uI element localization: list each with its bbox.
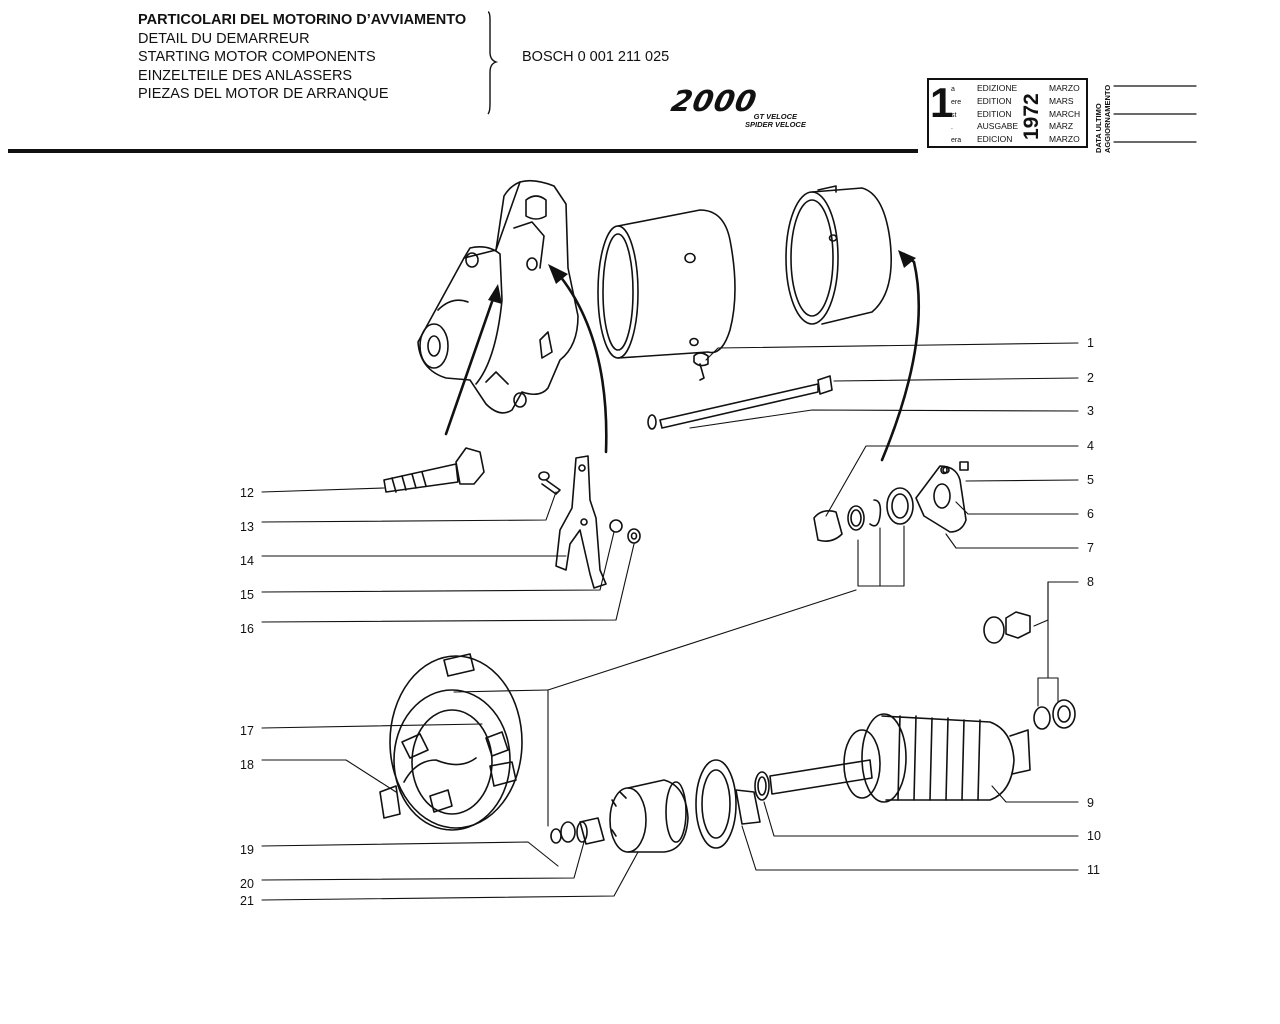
assembly-arrows: [444, 252, 921, 462]
callout-6: 6: [1087, 507, 1094, 521]
update-lines: [1113, 85, 1197, 143]
screw-part-1: [693, 352, 709, 381]
callout-11: 11: [1087, 863, 1100, 877]
washers-part-15-16: [609, 519, 641, 544]
edition-month: MARCH: [1049, 109, 1081, 119]
title-block: PARTICOLARI DEL MOTORINO D’AVVIAMENTO DE…: [138, 11, 466, 104]
title-italian: PARTICOLARI DEL MOTORINO D’AVVIAMENTO: [138, 12, 467, 28]
title-brace: [487, 11, 499, 115]
callout-16: 16: [240, 622, 254, 636]
edition-suffix: a: [951, 86, 955, 93]
bolt-part-12: [383, 447, 485, 493]
edition-month: MARZO: [1049, 83, 1080, 93]
edition-suffix: st: [951, 112, 957, 119]
shift-fork-part-14: [555, 455, 607, 589]
edition-suffix: era: [951, 137, 962, 144]
callout-10: 10: [1087, 829, 1101, 843]
edition-month: MARZO: [1049, 134, 1080, 144]
part-code: BOSCH 0 001 211 025: [522, 49, 670, 65]
callout-3: 3: [1087, 404, 1094, 418]
title-french: DETAIL DU DEMARREUR: [138, 30, 310, 47]
edition-word: EDIZIONE: [977, 83, 1018, 93]
title-german: EINZELTEILE DES ANLASSERS: [138, 67, 353, 84]
armature-part-9: [769, 713, 1031, 803]
model-variant-gt: GT VELOCE: [753, 112, 797, 121]
through-bolt-part-2: [647, 375, 833, 430]
header-rule: [8, 149, 918, 153]
arrow-heads: [488, 250, 916, 304]
edition-word: EDICION: [977, 134, 1013, 144]
callout-9: 9: [1087, 796, 1094, 810]
edition-word: EDITION: [977, 109, 1012, 119]
callout-1: 1: [1087, 336, 1094, 350]
callout-18: 18: [240, 758, 254, 772]
callout-14: 14: [240, 554, 254, 568]
end-cover: [785, 185, 892, 325]
edition-word: AUSGABE: [977, 121, 1019, 131]
callout-19: 19: [240, 843, 254, 857]
model-variant-spider: SPIDER VELOCE: [745, 120, 806, 129]
pin-part-13: [538, 471, 561, 495]
callout-13: 13: [240, 520, 254, 534]
callout-12: 12: [240, 486, 254, 500]
callout-5: 5: [1087, 473, 1094, 487]
pole-housing: [597, 209, 736, 359]
edition-month: MARS: [1049, 96, 1074, 106]
callout-8: 8: [1087, 575, 1094, 589]
edition-number: 1: [930, 79, 954, 126]
edition-suffix: ere: [951, 99, 962, 106]
callout-2: 2: [1087, 371, 1094, 385]
callout-7: 7: [1087, 541, 1094, 555]
callout-15: 15: [240, 588, 254, 602]
drive-end-housing: [417, 179, 579, 414]
title-english: STARTING MOTOR COMPONENTS: [138, 49, 376, 65]
drive-pinion-assembly: [609, 759, 770, 853]
drive-small-parts: [550, 817, 605, 845]
callout-4: 4: [1087, 439, 1094, 453]
callout-21: 21: [240, 894, 254, 908]
end-bearing-group: [813, 461, 969, 542]
edition-box: [927, 78, 1088, 148]
leader-lines: [261, 342, 1079, 901]
callout-17: 17: [240, 724, 254, 738]
edition-word: EDITION: [977, 96, 1012, 106]
callout-20: 20: [240, 877, 254, 891]
washers-part-8: [983, 611, 1076, 730]
brush-plate-part-17-18: [379, 653, 523, 831]
edition-month: MÄRZ: [1049, 121, 1074, 131]
edition-suffix: .: [951, 124, 953, 131]
title-spanish: PIEZAS DEL MOTOR DE ARRANQUE: [138, 86, 389, 102]
